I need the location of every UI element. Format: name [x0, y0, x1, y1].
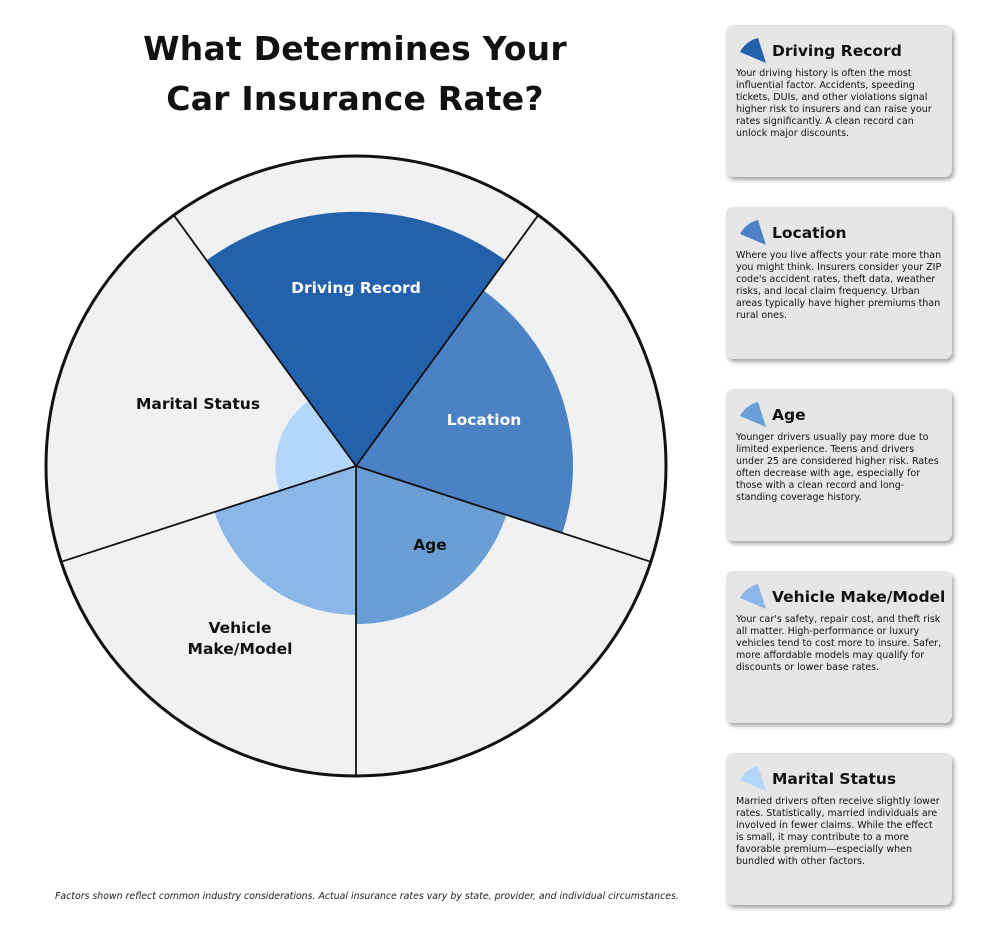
title-line-2: Car Insurance Rate? — [166, 79, 544, 118]
slice-label: Marital Status — [136, 395, 260, 413]
card-driving-record: Driving Record Your driving history is o… — [726, 25, 952, 177]
wedge-icon-shape — [740, 584, 766, 609]
wedge-icon — [740, 766, 766, 791]
slice-divider — [355, 465, 652, 563]
page-title: What Determines Your Car Insurance Rate? — [60, 24, 650, 124]
card-body: Your car's safety, repair cost, and thef… — [736, 614, 942, 674]
title-line-1: What Determines Your — [143, 29, 567, 68]
footnote: Factors shown reflect common industry co… — [55, 891, 679, 902]
card-body: Where you live affects your rate more th… — [736, 250, 942, 322]
card-title: Location — [772, 224, 847, 242]
card-title: Age — [772, 406, 806, 424]
card-title: Driving Record — [772, 42, 902, 60]
slice-divider — [173, 214, 357, 467]
wedge-icon-shape — [740, 220, 766, 245]
slice-driving-record — [206, 211, 506, 466]
card-age: Age Younger drivers usually pay more due… — [726, 389, 952, 541]
wedge-icon — [740, 220, 766, 245]
wedge-icon-shape — [740, 38, 766, 63]
wedge-icon — [740, 584, 766, 609]
slice-age — [356, 466, 507, 625]
card-location: Location Where you live affects your rat… — [726, 207, 952, 359]
card-title: Vehicle Make/Model — [772, 588, 946, 606]
wedge-icon-shape — [740, 766, 766, 791]
card-marital-status: Marital Status Married drivers often rec… — [726, 753, 952, 905]
slice-label: Age — [413, 536, 447, 554]
slice-marital-status — [275, 400, 356, 491]
card-body: Married drivers often receive slightly l… — [736, 796, 940, 868]
card-body: Younger drivers usually pay more due to … — [736, 432, 939, 504]
card-vehicle-make-model: Vehicle Make/Model Your car's safety, re… — [726, 571, 952, 723]
slice-vehicle-make-model — [214, 466, 356, 615]
wedge-icon — [740, 402, 766, 427]
card-body: Your driving history is often the most i… — [736, 68, 932, 140]
slice-divider — [355, 214, 539, 467]
slice-divider — [60, 465, 357, 563]
chart-outline — [44, 154, 668, 778]
wedge-icon-shape — [740, 402, 766, 427]
slice-label: Driving Record — [291, 279, 421, 297]
card-title: Marital Status — [772, 770, 897, 788]
wedge-icon — [740, 38, 766, 63]
slice-label: Location — [447, 411, 522, 429]
slice-location — [356, 290, 574, 534]
